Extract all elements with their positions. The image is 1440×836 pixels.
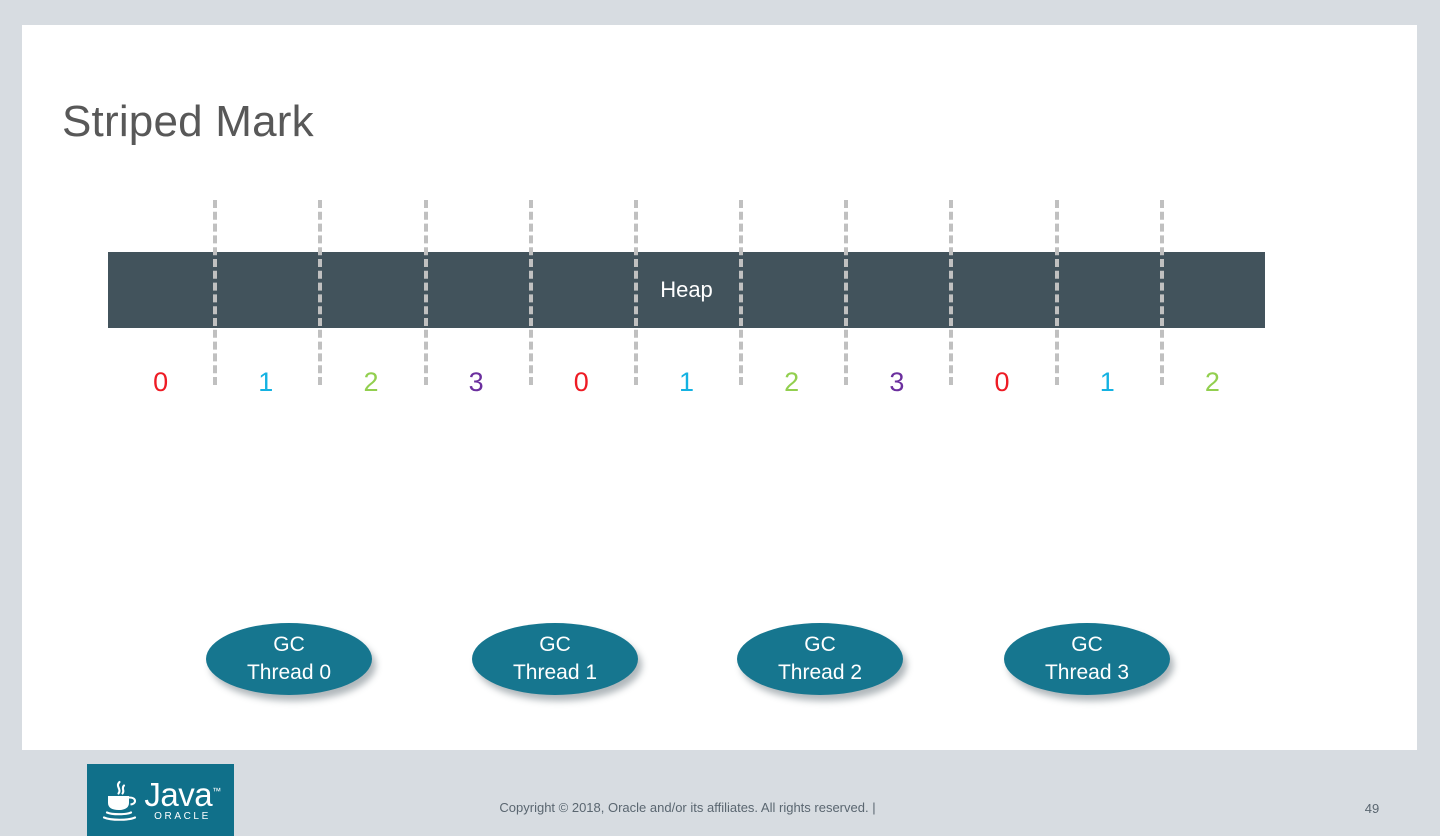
page-title: Striped Mark: [62, 97, 314, 146]
gc-thread-0: GC Thread 0: [206, 623, 372, 695]
stripe-number: 2: [784, 367, 800, 397]
stripe-number: 1: [1099, 367, 1115, 397]
gc-thread-label-line2: Thread 2: [777, 661, 863, 684]
gc-thread-3: GC Thread 3: [1004, 623, 1170, 695]
gc-thread-label-line1: GC: [804, 633, 836, 657]
stripe-number: 1: [258, 367, 274, 397]
gc-thread-label-line2: Thread 0: [246, 661, 332, 684]
stripe-number: 1: [678, 367, 695, 397]
page-number: 49: [1364, 801, 1380, 816]
gc-thread-label-line1: GC: [1071, 633, 1103, 657]
stripe-divider: [213, 200, 218, 385]
java-wordmark: Java™: [144, 776, 221, 813]
gc-thread-2: GC Thread 2: [737, 623, 903, 695]
stripe-number: 0: [573, 367, 589, 397]
stripe-divider: [633, 200, 638, 385]
gc-thread-label-line1: GC: [273, 633, 305, 657]
stripe-number-row: 0 1 2 3 0 1 2 3 0 1 2: [108, 357, 1265, 407]
stripe-divider: [1054, 200, 1059, 385]
stripe-number: 0: [153, 367, 169, 397]
stripe-number: 2: [363, 367, 379, 397]
gc-thread-label-line2: Thread 3: [1044, 661, 1130, 684]
stripe-divider: [318, 200, 323, 385]
stripe-divider: [949, 200, 954, 385]
java-wordmark-text: Java: [144, 776, 213, 813]
java-logo-inner: Java™ ORACLE: [100, 776, 221, 822]
stripe-number: 3: [889, 367, 905, 397]
trademark-symbol: ™: [212, 786, 221, 796]
heap-bar: Heap: [108, 252, 1265, 328]
gc-thread-label-line1: GC: [539, 633, 571, 657]
gc-thread-label-line2: Thread 1: [512, 661, 598, 684]
stripe-divider: [528, 200, 533, 385]
java-oracle-logo: Java™ ORACLE: [87, 764, 234, 836]
stripe-divider: [844, 200, 849, 385]
stripe-number: 2: [1204, 367, 1220, 397]
oracle-wordmark: ORACLE: [154, 811, 211, 822]
stripe-divider: [739, 200, 744, 385]
heap-label: Heap: [660, 277, 713, 302]
stripe-divider: [1159, 200, 1164, 385]
striped-mark-diagram: Heap 0 1 2 3 0 1 2 3 0 1 2 GC Thread 0 GC Thread 1 GC T…: [22, 25, 1417, 750]
slide: Striped Mark Heap 0 1 2 3 0 1 2 3 0 1 2 GC Thread 0…: [22, 25, 1417, 836]
gc-thread-1: GC Thread 1: [472, 623, 638, 695]
java-cup-icon: [103, 780, 137, 821]
java-wordmark-wrap: Java™ ORACLE: [144, 776, 221, 822]
stripe-number: 3: [468, 367, 484, 397]
stripe-divider: [423, 200, 428, 385]
stripe-number: 0: [994, 367, 1010, 397]
